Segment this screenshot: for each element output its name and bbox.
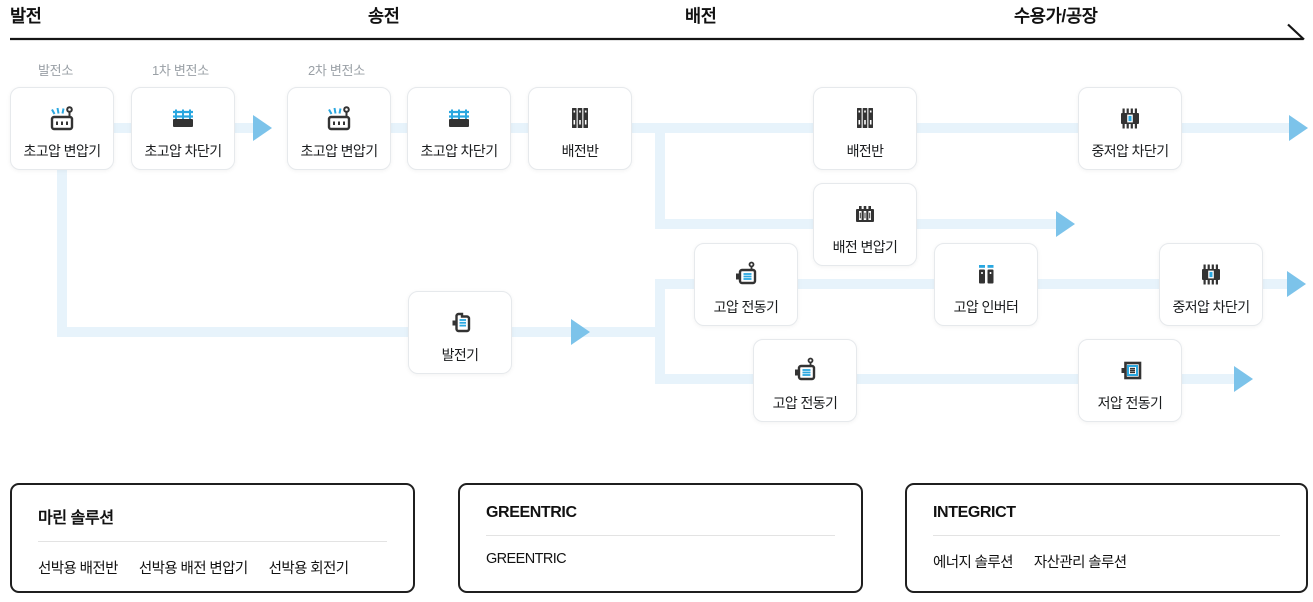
node-label: 저압 전동기 [1097,395,1163,411]
site-label-power-plant: 발전소 [38,63,73,78]
stage-title-transmission: 송전 [368,6,400,26]
node-label: 초고압 차단기 [420,143,499,159]
node-hv-breaker-1[interactable]: 초고압 차단기 [131,87,235,170]
mv-lv-breaker-icon [1112,100,1148,136]
hv-motor-icon [787,352,823,388]
node-hv-motor-1[interactable]: 고압 전동기 [694,243,798,326]
link-marine-distribution-transformer[interactable]: 선박용 배전 변압기 [138,561,248,577]
card-title: 마린 솔루션 [38,510,114,527]
node-label: 배전반 [561,143,599,159]
site-label-secondary-substation: 2차 변전소 [308,63,365,78]
hv-motor-icon [728,256,764,292]
hv-inverter-icon [968,256,1004,292]
hv-breaker-icon [165,100,201,136]
card-links: GREENTRIC [486,551,835,567]
link-marine-switchboard[interactable]: 선박용 배전반 [38,561,118,577]
node-label: 배전 변압기 [832,239,898,255]
node-label: 중저압 차단기 [1091,143,1170,159]
node-generator[interactable]: 발전기 [408,291,512,374]
node-lv-motor[interactable]: 저압 전동기 [1078,339,1182,422]
node-mv-lv-breaker-1[interactable]: 중저압 차단기 [1078,87,1182,170]
node-hv-breaker-2[interactable]: 초고압 차단기 [407,87,511,170]
node-label: 발전기 [441,347,479,363]
flow-arrow-icon [253,115,272,141]
site-label-primary-substation: 1차 변전소 [152,63,209,78]
card-divider [933,535,1280,536]
node-hv-transformer-2[interactable]: 초고압 변압기 [287,87,391,170]
flow-arrow-icon [1289,115,1308,141]
card-greentric: GREENTRIC GREENTRIC [458,483,863,593]
node-label: 초고압 차단기 [144,143,223,159]
stage-title-generation: 발전 [10,6,42,26]
connector-generator-horizontal [57,327,660,337]
stage-axis-arrow [10,23,1305,41]
link-asset-management-solution[interactable]: 자산관리 솔루션 [1033,555,1127,571]
flow-arrow-icon [571,319,590,345]
node-label: 고압 전동기 [713,299,779,315]
node-label: 배전반 [846,143,884,159]
node-hv-motor-2[interactable]: 고압 전동기 [753,339,857,422]
node-hv-transformer-1[interactable]: 초고압 변압기 [10,87,114,170]
link-marine-rotating-machine[interactable]: 선박용 회전기 [268,561,349,577]
node-switchboard-2[interactable]: 배전반 [813,87,917,170]
node-hv-inverter[interactable]: 고압 인버터 [934,243,1038,326]
node-label: 초고압 변압기 [300,143,379,159]
generator-icon [442,304,478,340]
card-divider [38,541,387,542]
node-label: 중저압 차단기 [1172,299,1251,315]
connector-generator-vertical [57,170,67,337]
lv-motor-icon [1112,352,1148,388]
card-links: 에너지 솔루션 자산관리 솔루션 [933,551,1280,572]
connector-branch-down-2 [655,284,665,380]
hv-transformer-icon [44,100,80,136]
node-label: 고압 전동기 [772,395,838,411]
connector-row4 [655,374,1234,384]
flow-arrow-icon [1056,211,1075,237]
card-title: INTEGRICT [933,504,1016,521]
card-integrict: INTEGRICT 에너지 솔루션 자산관리 솔루션 [905,483,1308,593]
stage-title-distribution: 배전 [685,6,717,26]
hv-breaker-icon [441,100,477,136]
mv-lv-breaker-icon [1193,256,1229,292]
card-divider [486,535,835,536]
card-marine-solution: 마린 솔루션 선박용 배전반 선박용 배전 변압기 선박용 회전기 [10,483,415,593]
node-label: 초고압 변압기 [23,143,102,159]
switchboard-icon [562,100,598,136]
node-mv-lv-breaker-2[interactable]: 중저압 차단기 [1159,243,1263,326]
link-greentric[interactable]: GREENTRIC [486,551,567,567]
switchboard-icon [847,100,883,136]
link-energy-solution[interactable]: 에너지 솔루션 [933,555,1013,571]
distribution-transformer-icon [847,196,883,232]
node-label: 고압 인버터 [953,299,1019,315]
hv-transformer-icon [321,100,357,136]
node-distribution-transformer[interactable]: 배전 변압기 [813,183,917,266]
card-links: 선박용 배전반 선박용 배전 변압기 선박용 회전기 [38,557,387,578]
node-switchboard-1[interactable]: 배전반 [528,87,632,170]
card-title: GREENTRIC [486,504,577,521]
flow-arrow-icon [1234,366,1253,392]
flow-arrow-icon [1287,271,1306,297]
connector-row1-main [287,123,1289,133]
stage-title-consumer-factory: 수용가/공장 [1014,6,1098,26]
connector-branch-down-1 [655,128,665,225]
